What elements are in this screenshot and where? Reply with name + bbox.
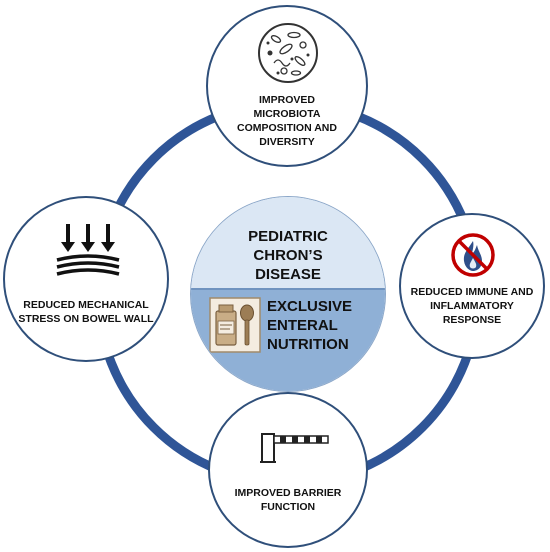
immune-response-label: REDUCED IMMUNE AND INFLAMMATORY RESPONSE <box>410 286 534 326</box>
no-inflammation-icon <box>451 233 495 277</box>
node-barrier-function: IMPROVED BARRIER FUNCTION <box>208 392 368 548</box>
pressure-arrows-icon <box>56 224 120 276</box>
center-divider <box>191 288 385 290</box>
node-immune-response: REDUCED IMMUNE AND INFLAMMATORY RESPONSE <box>399 213 545 359</box>
mechanical-stress-label: REDUCED MECHANICAL STRESS ON BOWEL WALL <box>18 299 154 325</box>
node-mechanical-stress: REDUCED MECHANICAL STRESS ON BOWEL WALL <box>3 196 169 362</box>
nutrition-bottle-spoon-icon <box>209 297 261 353</box>
exclusive-enteral-nutrition-label: EXCLUSIVE ENTERAL NUTRITION <box>267 298 353 353</box>
microbiota-icon <box>258 23 318 83</box>
microbiota-label: IMPROVED MICROBIOTA COMPOSITION AND DIVE… <box>237 94 337 148</box>
node-microbiota: IMPROVED MICROBIOTA COMPOSITION AND DIVE… <box>206 5 368 167</box>
barrier-function-label: IMPROVED BARRIER FUNCTION <box>234 487 342 513</box>
barrier-gate-icon <box>260 433 329 463</box>
center-top-half <box>191 197 385 289</box>
center-circle: PEDIATRIC CHRON’S DISEASE EXCLUSIVE ENTE… <box>190 196 386 392</box>
pediatric-crohns-disease-label: PEDIATRIC CHRON’S DISEASE <box>248 228 328 283</box>
